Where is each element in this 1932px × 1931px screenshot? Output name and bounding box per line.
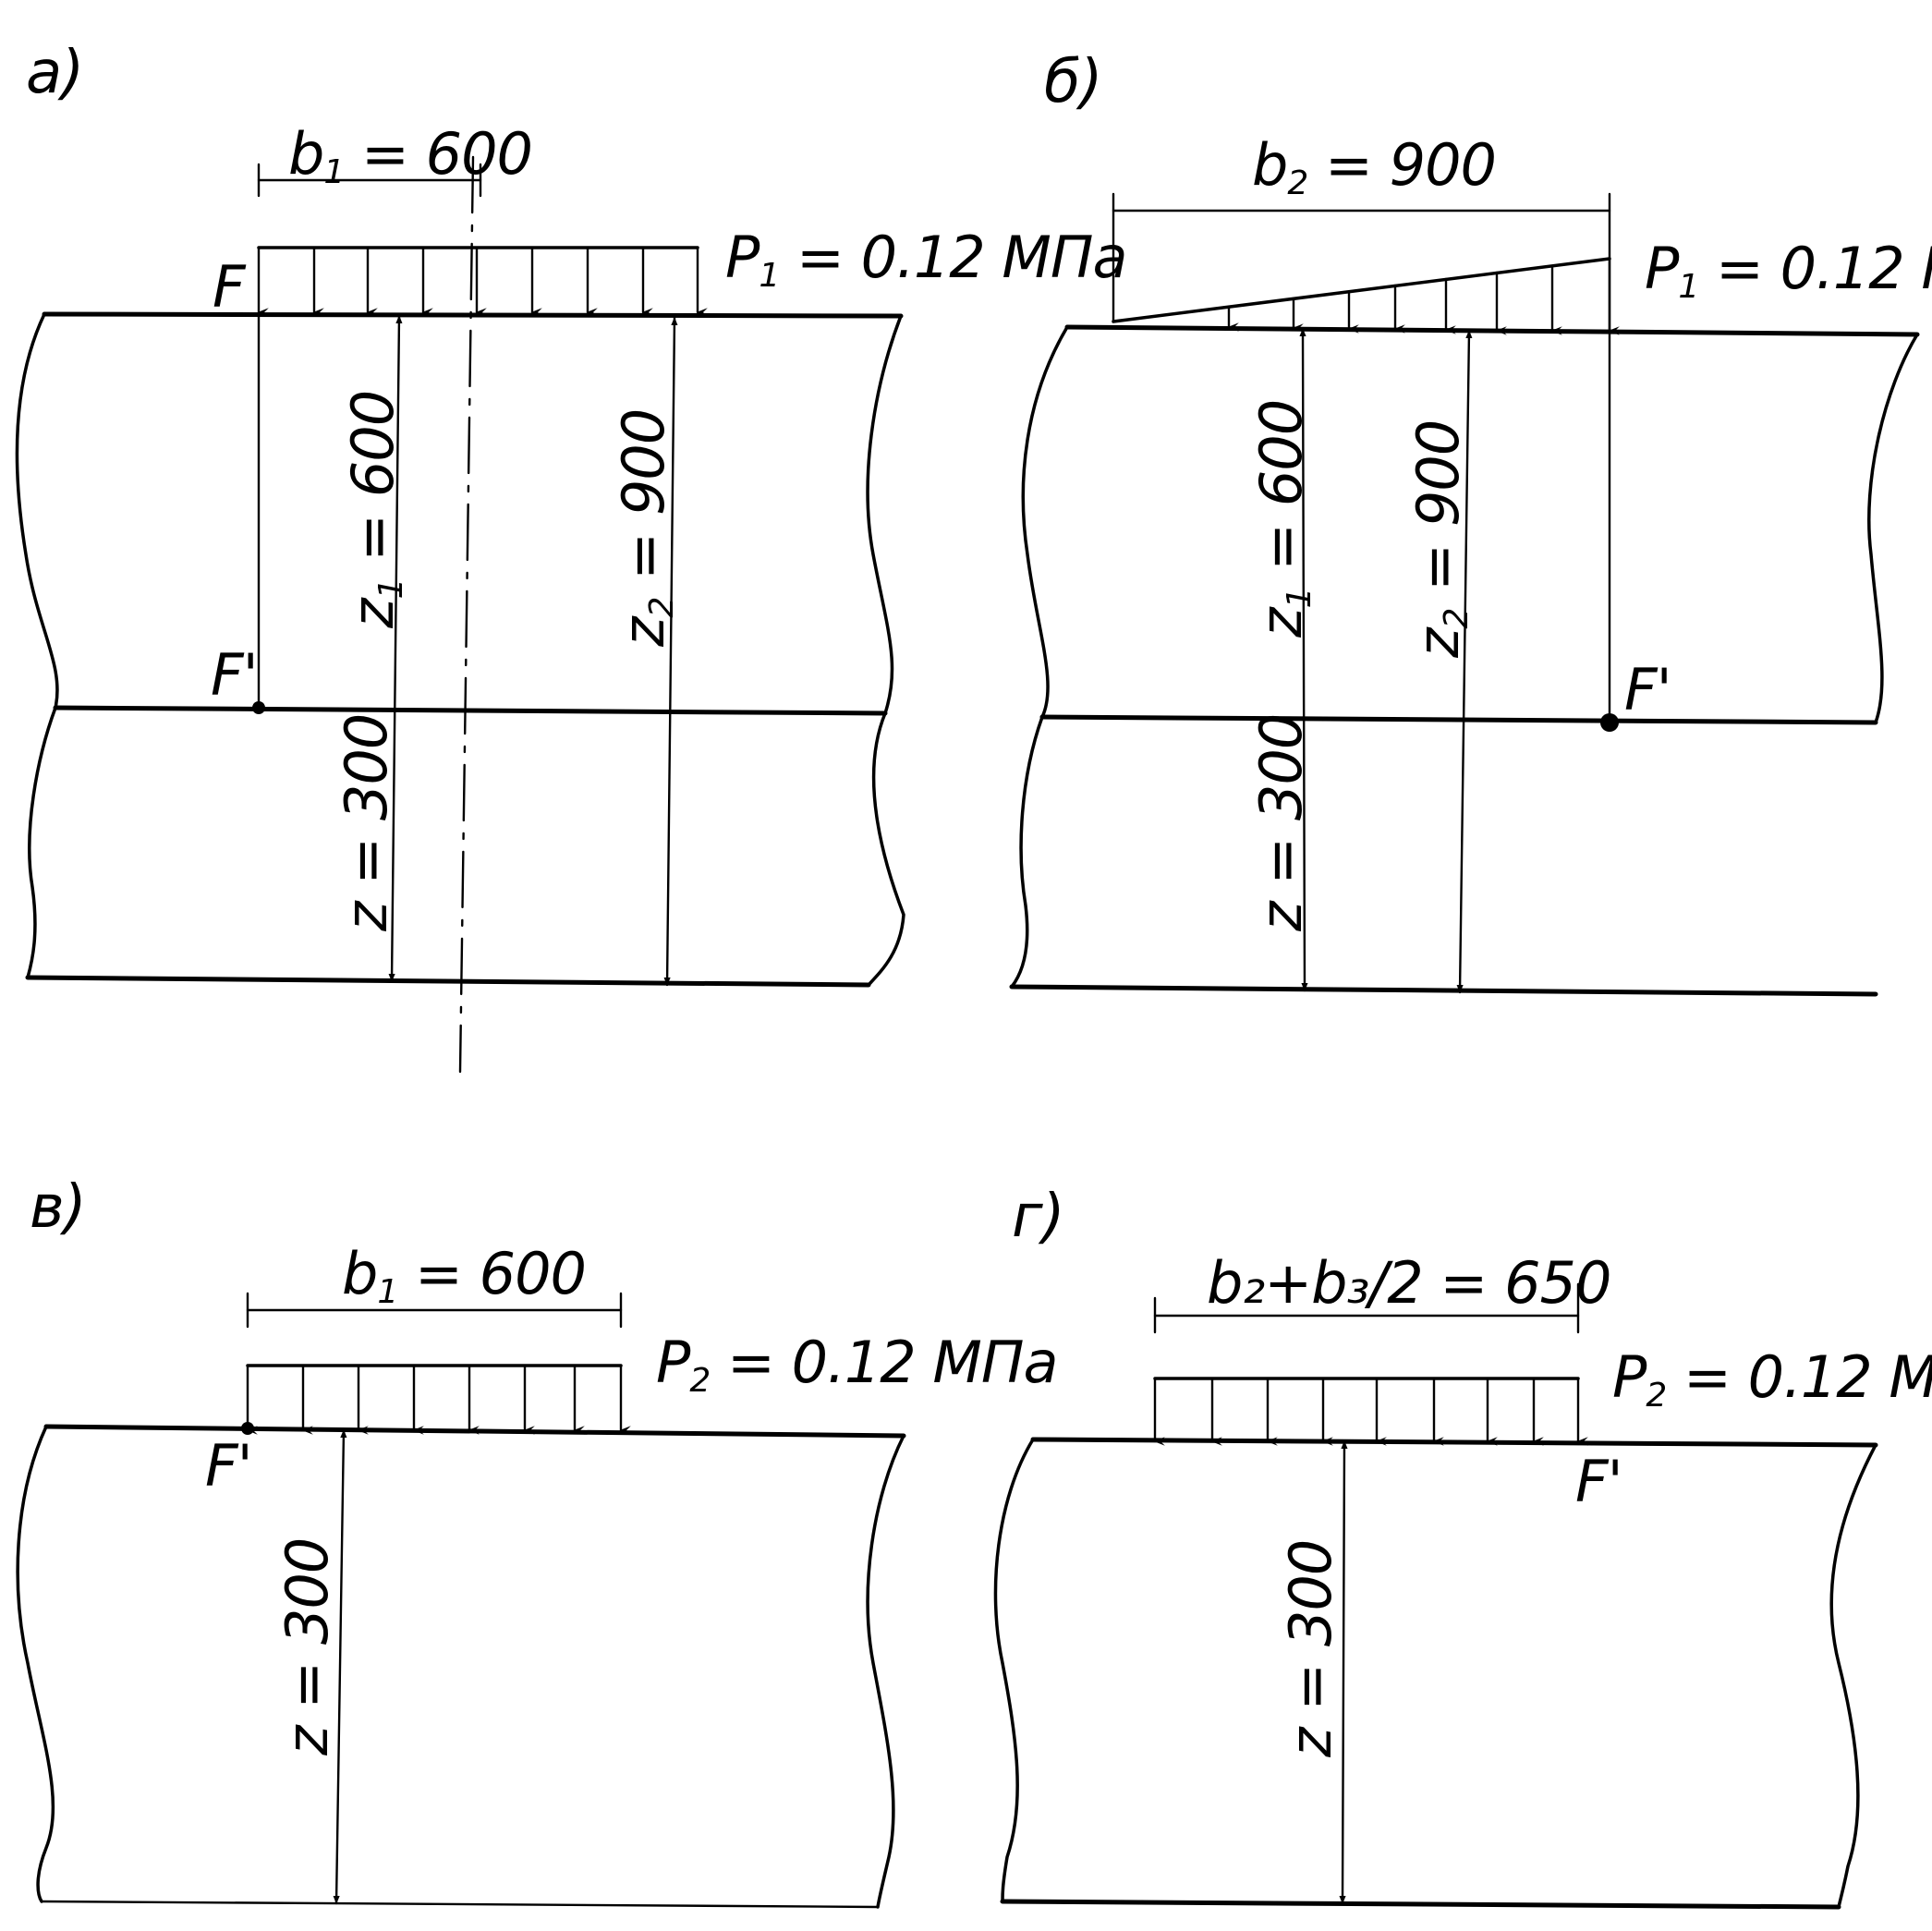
panel-c-load-arrows xyxy=(246,1364,631,1435)
panel-d-load-arrows xyxy=(1153,1377,1588,1446)
panel-d: г) b₂+b₃/2 = 650 P2 = 0.12 МПа F' z = 30… xyxy=(993,1183,1932,1910)
panel-b-load-label: P1 = 0.12 МПа xyxy=(1645,235,1932,306)
panel-d-point-fprime: F' xyxy=(1575,1448,1622,1515)
panel-b-surface-line xyxy=(1064,324,1920,337)
panel-b: б) b2 = 900 P1 = 0.12 МПа F' xyxy=(1009,48,1932,997)
panel-c-z-dimension xyxy=(333,1428,347,1905)
panel-a-point-fprime-dot xyxy=(252,701,265,714)
panel-a-load-label: P1 = 0.12 МПа xyxy=(725,224,1127,295)
panel-b-right-break xyxy=(1867,333,1919,724)
panel-a-layer-line xyxy=(53,705,888,716)
panel-b-bottom-line xyxy=(1009,984,1878,997)
panel-d-b-label: b₂+b₃/2 = 650 xyxy=(1207,1249,1610,1317)
panel-c: в) b1 = 600 P2 = 0.12 МПа F' z = 300 xyxy=(16,1173,1059,1909)
panel-b-b-label: b2 = 900 xyxy=(1252,131,1496,202)
panel-a-point-f: F xyxy=(213,253,247,321)
panel-c-point-fprime-dot xyxy=(241,1422,254,1435)
panel-d-right-break xyxy=(1829,1443,1877,1909)
panel-b-z2-dimension xyxy=(1456,329,1473,994)
panel-a-label: а) xyxy=(26,39,83,107)
panel-a-surface-line xyxy=(42,311,904,319)
panel-c-bottom-line xyxy=(40,1900,880,1909)
panel-b-point-fprime: F' xyxy=(1624,656,1671,723)
panel-b-z1-label: z1 = 600 xyxy=(1247,400,1318,638)
panel-d-surface-line xyxy=(1030,1437,1878,1448)
panel-a-left-break xyxy=(15,312,59,979)
panel-a-z-label: z = 300 xyxy=(333,714,400,932)
panel-a-z2-label: z2 = 900 xyxy=(610,409,681,648)
panel-c-point-fprime: F' xyxy=(205,1432,252,1500)
panel-a-z1-label: z1 = 600 xyxy=(339,391,410,629)
panel-b-z-dimension xyxy=(1299,327,1308,992)
panel-a-load-arrows xyxy=(257,246,708,317)
panel-d-label: г) xyxy=(1012,1183,1064,1251)
panel-d-z-dimension xyxy=(1339,1439,1348,1905)
panel-a-z2-dimension xyxy=(663,316,678,987)
panel-b-load-top xyxy=(1112,257,1611,323)
panel-a-center-axis xyxy=(458,155,475,1074)
panel-b-point-fprime-dot xyxy=(1600,713,1619,732)
panel-a-bottom-line xyxy=(25,975,871,988)
panel-d-load-label: P2 = 0.12 МПа xyxy=(1612,1343,1932,1415)
panel-c-b-label: b1 = 600 xyxy=(342,1240,586,1311)
panel-b-load-arrows xyxy=(1227,257,1620,335)
panel-a: а) b1 = 600 P1 = 0.12 МПа F xyxy=(15,39,1128,1074)
panel-a-b-label: b1 = 600 xyxy=(288,120,532,191)
panel-a-z-dimension xyxy=(388,314,403,983)
panel-c-right-break xyxy=(866,1434,905,1909)
panel-b-z2-label: z2 = 900 xyxy=(1404,420,1476,659)
panel-c-label: в) xyxy=(30,1173,86,1242)
panel-d-bottom-line xyxy=(1000,1899,1841,1910)
panel-c-surface-line xyxy=(43,1424,906,1439)
panel-b-layer-line xyxy=(1039,714,1878,725)
panel-a-right-break xyxy=(866,314,905,987)
panel-b-left-break xyxy=(1010,325,1069,989)
panel-c-left-break xyxy=(16,1425,55,1903)
panel-c-load-label: P2 = 0.12 МПа xyxy=(656,1329,1058,1400)
panel-d-left-break xyxy=(993,1438,1035,1903)
panel-b-z-label: z = 300 xyxy=(1247,714,1315,932)
panel-b-label: б) xyxy=(1044,48,1101,116)
panel-c-z-label: z = 300 xyxy=(273,1538,341,1756)
panel-a-point-fprime: F' xyxy=(211,641,258,709)
panel-d-z-label: z = 300 xyxy=(1277,1540,1344,1758)
